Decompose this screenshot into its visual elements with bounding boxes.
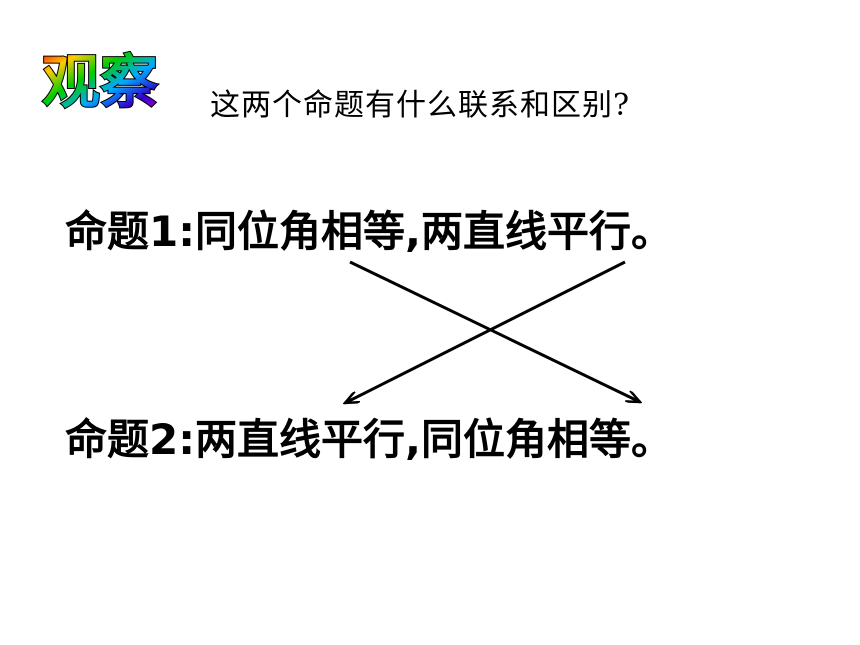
arrow-1-to-2-right — [349, 260, 640, 402]
proposition-1: 命题1:同位角相等,两直线平行。 — [65, 198, 673, 259]
proposition-2-label: 命题2: — [65, 415, 196, 464]
question-text: 这两个命题有什么联系和区别? — [210, 88, 631, 123]
proposition-1-label: 命题1: — [65, 207, 196, 256]
logo-text: 观察 — [42, 48, 158, 116]
proposition-2-content: 两直线平行,同位角相等。 — [195, 415, 673, 464]
arrow-2-to-1-left — [345, 260, 626, 403]
proposition-2: 命题2:两直线平行,同位角相等。 — [65, 406, 673, 467]
proposition-1-content: 同位角相等,两直线平行。 — [195, 207, 673, 256]
observe-logo: 观察 — [38, 36, 168, 120]
observe-logo-art: 观察 — [41, 47, 159, 117]
